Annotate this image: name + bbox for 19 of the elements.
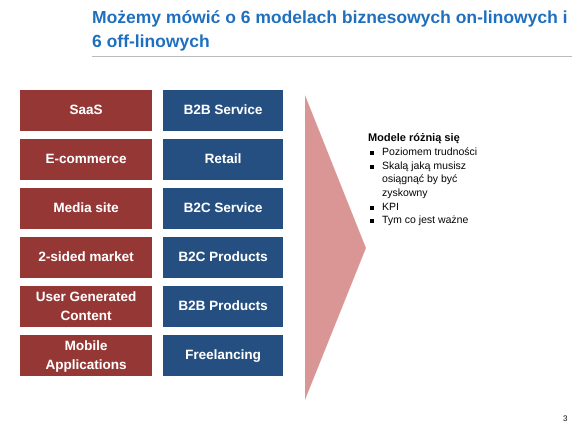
bullet-item: Poziomem trudności: [382, 146, 478, 158]
model-box: Mobile Applications: [20, 335, 152, 376]
bullet-item: Tym co jest ważne: [382, 214, 468, 226]
model-box: B2C Products: [163, 237, 283, 278]
model-box: Retail: [163, 139, 283, 180]
model-box: SaaS: [20, 90, 152, 131]
bullet-item: Skalą jaką musisz osiągnąć by być zyskowny: [382, 160, 466, 199]
list-heading: Modele różnią się: [368, 132, 461, 144]
model-box: 2-sided market: [20, 237, 152, 278]
model-box: User Generated Content: [20, 286, 152, 327]
page-number: 3: [563, 414, 568, 423]
bullet-item: KPI: [382, 200, 399, 213]
model-box: B2B Service: [163, 90, 283, 131]
model-box: B2B Products: [163, 286, 283, 327]
model-box: B2C Service: [163, 188, 283, 229]
model-box: Freelancing: [163, 335, 283, 376]
model-box: E-commerce: [20, 139, 152, 180]
slide-title: Możemy mówić o 6 modelach biznesowych on-linowych i 6 off-linowych: [92, 6, 568, 53]
model-box: Media site: [20, 188, 152, 229]
